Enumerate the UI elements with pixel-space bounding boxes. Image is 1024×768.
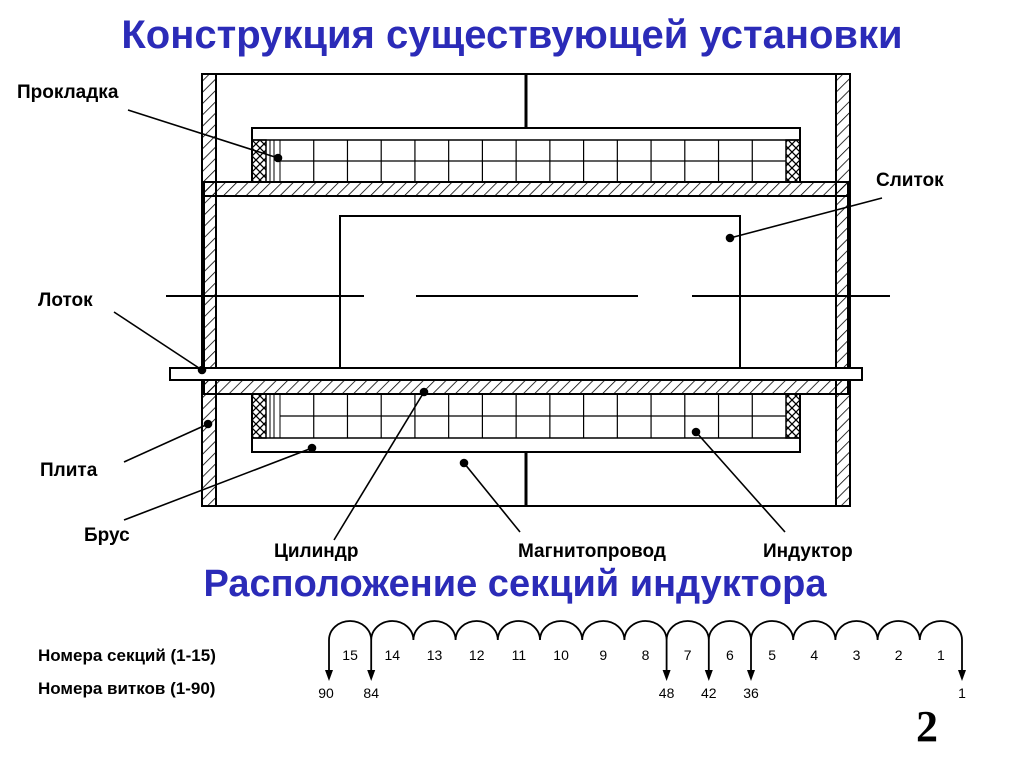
label-cylinder: Цилиндр [274, 541, 359, 562]
inductor-bottom [251, 393, 801, 453]
inductor-top [251, 127, 801, 183]
ingot [166, 196, 890, 377]
tap-arrow [747, 670, 755, 681]
label-plate: Плита [40, 460, 98, 481]
turn-number: 42 [701, 685, 717, 701]
section-number: 1 [937, 647, 945, 663]
turn-number: 48 [659, 685, 675, 701]
turn-number: 84 [363, 685, 379, 701]
section-number: 2 [895, 647, 903, 663]
magnetic-core [216, 73, 836, 507]
section-number: 14 [385, 647, 401, 663]
legend-turn-numbers: Номера витков (1-90) [38, 679, 216, 698]
tap-arrow [325, 670, 333, 681]
label-ingot: Слиток [876, 170, 944, 191]
tray [169, 367, 863, 395]
label-inductor: Индуктор [763, 541, 853, 562]
section-number: 4 [810, 647, 818, 663]
cylinder-top [203, 181, 849, 197]
tap-arrow [704, 670, 713, 681]
legend-section-numbers: Номера секций (1-15) [38, 646, 216, 665]
section-number: 9 [599, 647, 607, 663]
turn-number: 90 [318, 685, 334, 701]
label-beam: Брус [84, 525, 130, 546]
section-number: 8 [642, 647, 650, 663]
turn-number: 1 [958, 685, 966, 701]
turn-number: 36 [743, 685, 759, 701]
page-title: Конструкция существующей установки [121, 13, 903, 57]
label-gasket: Прокладка [17, 82, 119, 103]
section-title: Расположение секций индуктора [203, 563, 827, 605]
section-number: 10 [553, 647, 569, 663]
tap-arrow [958, 670, 966, 681]
section-number: 15 [342, 647, 358, 663]
label-magnetic-core: Магнитопровод [518, 541, 666, 562]
section-number: 13 [427, 647, 443, 663]
tap-arrow [367, 670, 376, 681]
section-number: 5 [768, 647, 776, 663]
section-number: 11 [512, 647, 527, 663]
leader-lines [113, 109, 883, 541]
section-arcs: 15 14 13 12 11 10 9 8 7 6 5 4 3 2 1 90 84 48 42 36 1 [318, 620, 966, 701]
section-number: 3 [853, 647, 861, 663]
section-number: 7 [684, 647, 692, 663]
tap-arrow [662, 670, 671, 681]
section-number: 6 [726, 647, 734, 663]
section-number: 12 [469, 647, 485, 663]
label-tray: Лоток [38, 290, 93, 311]
page-number: 2 [916, 702, 938, 751]
